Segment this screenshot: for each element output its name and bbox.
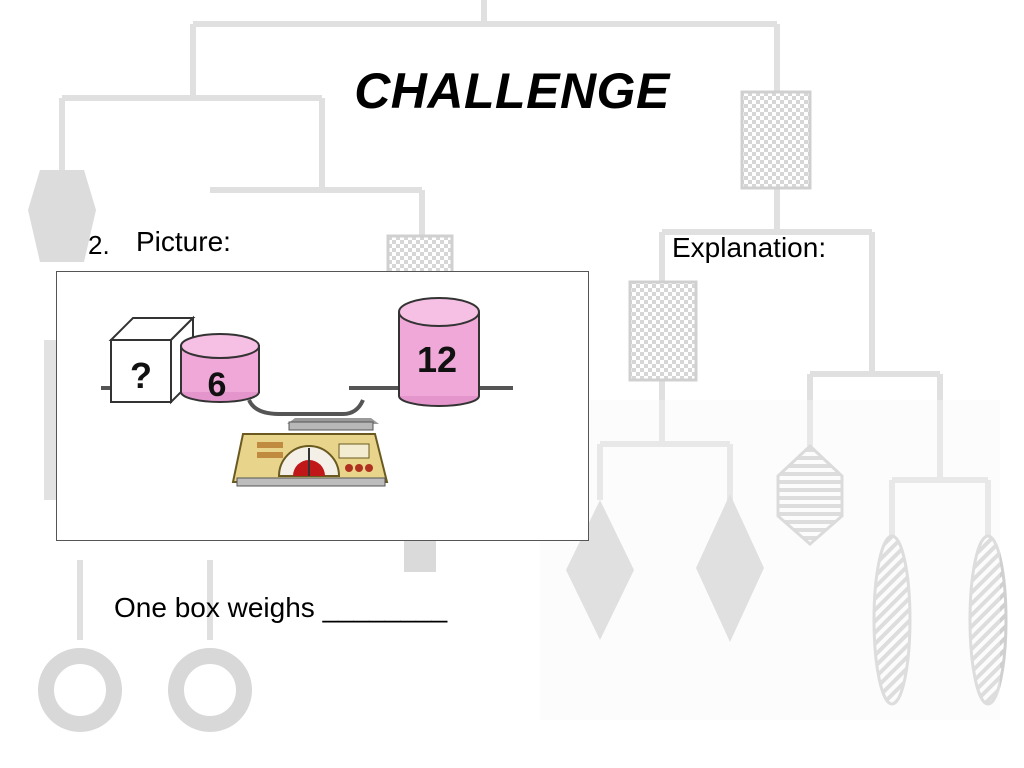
- scale-base: [231, 418, 389, 487]
- balance-scale-picture: ? 6 12: [56, 271, 589, 541]
- unknown-box-label: ?: [130, 355, 152, 396]
- weight-12: 12: [398, 297, 480, 407]
- answer-prompt: One box weighs ________: [114, 592, 448, 623]
- picture-label: Picture:: [136, 226, 231, 257]
- weight-6-label: 6: [208, 366, 227, 404]
- item-number: 2.: [88, 230, 110, 260]
- explanation-label: Explanation:: [672, 232, 827, 263]
- balance-scale-illustration: ? 6 12: [101, 297, 513, 487]
- weight-12-label: 12: [417, 339, 457, 380]
- weight-6: 6: [180, 333, 260, 404]
- slide-title: CHALLENGE: [354, 63, 670, 119]
